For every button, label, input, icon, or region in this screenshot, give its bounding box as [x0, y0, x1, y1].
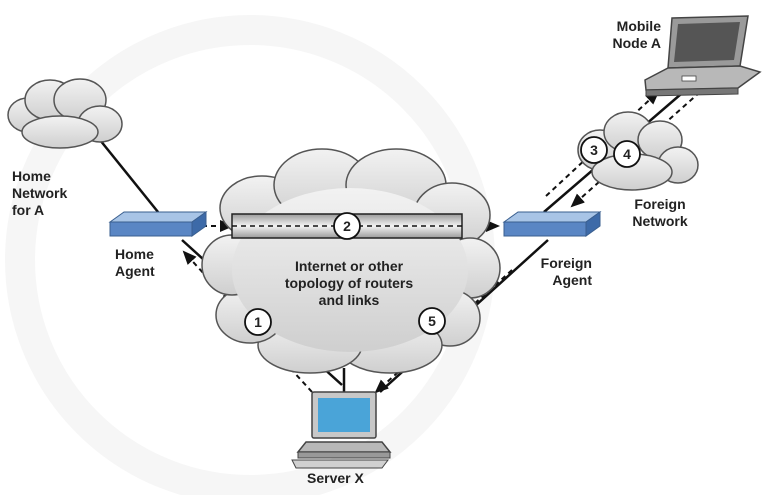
foreign-agent-label: Foreign Agent — [540, 255, 592, 288]
step-marker-1: 1 — [244, 308, 272, 336]
home-agent-label: Home Agent — [115, 246, 155, 279]
home-agent-router — [108, 211, 208, 237]
home-network-cloud — [7, 78, 123, 149]
step-label-1: 1 — [254, 314, 262, 330]
laptop-icon — [644, 15, 762, 97]
step-marker-5: 5 — [418, 307, 446, 335]
step-label-2: 2 — [343, 218, 351, 234]
server-label: Server X — [307, 470, 364, 486]
step-marker-4: 4 — [613, 140, 641, 168]
home-network-label: Home Network for A — [12, 168, 68, 218]
step-label-5: 5 — [428, 313, 436, 329]
step-marker-3: 3 — [580, 136, 608, 164]
step-label-4: 4 — [623, 146, 631, 162]
step-marker-2: 2 — [333, 212, 361, 240]
foreign-agent-router — [502, 211, 602, 237]
foreign-network-label: Foreign Network — [632, 196, 688, 229]
step-label-3: 3 — [590, 142, 598, 158]
internet-label: Internet or other topology of routers an… — [284, 258, 414, 308]
server-icon — [291, 391, 392, 469]
mobile-node-label: Mobile Node A — [612, 18, 661, 51]
